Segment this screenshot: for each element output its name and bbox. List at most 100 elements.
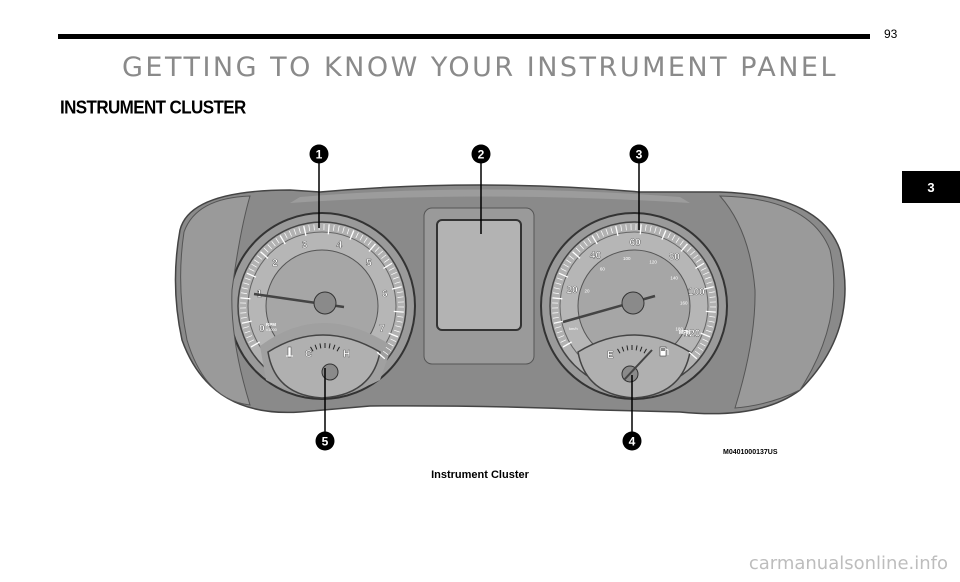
tach-tick — [275, 238, 280, 244]
tach-tick — [279, 235, 286, 245]
temp-cold-label: C — [305, 349, 312, 360]
tach-tick — [342, 226, 345, 233]
tach-hub — [313, 291, 337, 315]
tach-number: 5 — [366, 258, 372, 269]
speedo-tick — [703, 286, 714, 290]
speedo-tick — [703, 271, 709, 276]
left-side-lobe — [180, 195, 251, 406]
tach-tick — [248, 339, 255, 343]
tach-tick — [240, 316, 247, 319]
speedo-kmh-number: 120 — [649, 259, 657, 264]
right-side-lobe — [718, 195, 835, 409]
tach-number: 3 — [302, 240, 308, 251]
tach-tick — [363, 237, 368, 243]
tach-tick — [327, 224, 330, 235]
temp-hot-label: H — [343, 349, 350, 360]
temp-tick — [328, 343, 331, 349]
speedo-tick — [675, 237, 680, 243]
speedo-tick — [709, 316, 716, 318]
tach-tick — [250, 341, 260, 348]
speedo-tick — [707, 325, 714, 328]
temp-needle-hub — [321, 363, 339, 381]
tach-tick — [284, 232, 288, 239]
speedo-tick — [575, 247, 581, 253]
fuel-tick — [626, 345, 629, 351]
tach-tick — [248, 268, 255, 272]
fuel-tick — [617, 348, 621, 354]
speedo-tick — [605, 228, 609, 235]
speedo-tick — [709, 296, 716, 298]
tach-unit-sublabel: x1000 — [266, 327, 278, 332]
tach-tick — [367, 240, 372, 246]
tach-tick — [394, 281, 401, 284]
tach-tick — [313, 224, 315, 231]
speedo-kmh-number: 20 — [585, 288, 591, 293]
speedo-tick — [686, 247, 692, 252]
tach-tick — [337, 225, 340, 232]
temp-tick — [314, 344, 318, 350]
speedo-tick — [587, 238, 592, 244]
tach-tick — [390, 338, 397, 342]
speedo-tick — [690, 250, 696, 256]
speedo-tick — [610, 227, 613, 234]
tach-number: 7 — [379, 323, 385, 334]
tach-tick — [308, 225, 311, 232]
speedo-tick — [700, 342, 706, 347]
speedo-tick — [705, 329, 712, 333]
speedo-tick — [562, 341, 572, 348]
fuel-pump-icon — [659, 346, 669, 357]
speedo-tick — [553, 292, 560, 295]
tach-tick — [298, 227, 301, 234]
speedo-kmh-number: 160 — [680, 300, 688, 305]
tach-tick — [260, 251, 269, 259]
tach-tick — [368, 243, 376, 252]
tach-tick — [271, 241, 276, 247]
tach-number: 4 — [337, 240, 343, 251]
tach-tick — [393, 310, 404, 313]
speedo-tick — [555, 282, 562, 285]
speedo-tick — [552, 312, 559, 314]
tach-tick — [251, 263, 257, 268]
tach-tick — [346, 228, 350, 235]
speedo-tick — [553, 320, 564, 324]
tach-number: 6 — [382, 289, 388, 300]
speedo-kmh-number: 180 — [676, 327, 684, 332]
svg-text:5: 5 — [322, 435, 329, 449]
tach-tick — [240, 312, 247, 314]
tach-tick — [388, 342, 394, 347]
tach-number: 2 — [272, 258, 278, 269]
speedo-tick — [704, 276, 711, 280]
speedo-tick — [591, 235, 598, 245]
speedo-tick — [705, 310, 716, 313]
speedo-tick — [654, 226, 657, 233]
speedo-tick — [596, 232, 600, 239]
speedo-hub — [621, 291, 645, 315]
speedo-kmh-label: km/h — [569, 326, 578, 331]
tach-tick — [378, 250, 384, 256]
cluster-top-ridge — [290, 189, 690, 203]
speedo-tick — [708, 320, 715, 323]
speedo-number: 80 — [669, 252, 681, 263]
fuel-tick — [621, 346, 625, 352]
tach-tick — [383, 262, 393, 270]
svg-text:4: 4 — [629, 435, 636, 449]
tach-tick — [382, 350, 389, 355]
callout-3: 3 — [629, 144, 649, 164]
tach-tick — [391, 271, 397, 276]
speedo-tick — [558, 272, 569, 278]
svg-text:1: 1 — [316, 148, 323, 162]
speedo-number: 40 — [590, 250, 602, 261]
speedo-tick — [572, 251, 581, 259]
speedo-tick — [694, 350, 701, 355]
tach-tick — [355, 232, 359, 239]
watermark: carmanualsonline.info — [748, 553, 948, 574]
fuel-tick — [643, 348, 647, 354]
callout-4: 4 — [622, 431, 642, 451]
tach-tick — [241, 287, 248, 290]
tach-tick — [395, 325, 402, 328]
section-title: INSTRUMENT CLUSTER — [60, 97, 246, 118]
speedo-tick — [688, 351, 698, 360]
tach-tick — [257, 255, 263, 260]
page-title: GETTING TO KNOW YOUR INSTRUMENT PANEL — [121, 52, 839, 83]
